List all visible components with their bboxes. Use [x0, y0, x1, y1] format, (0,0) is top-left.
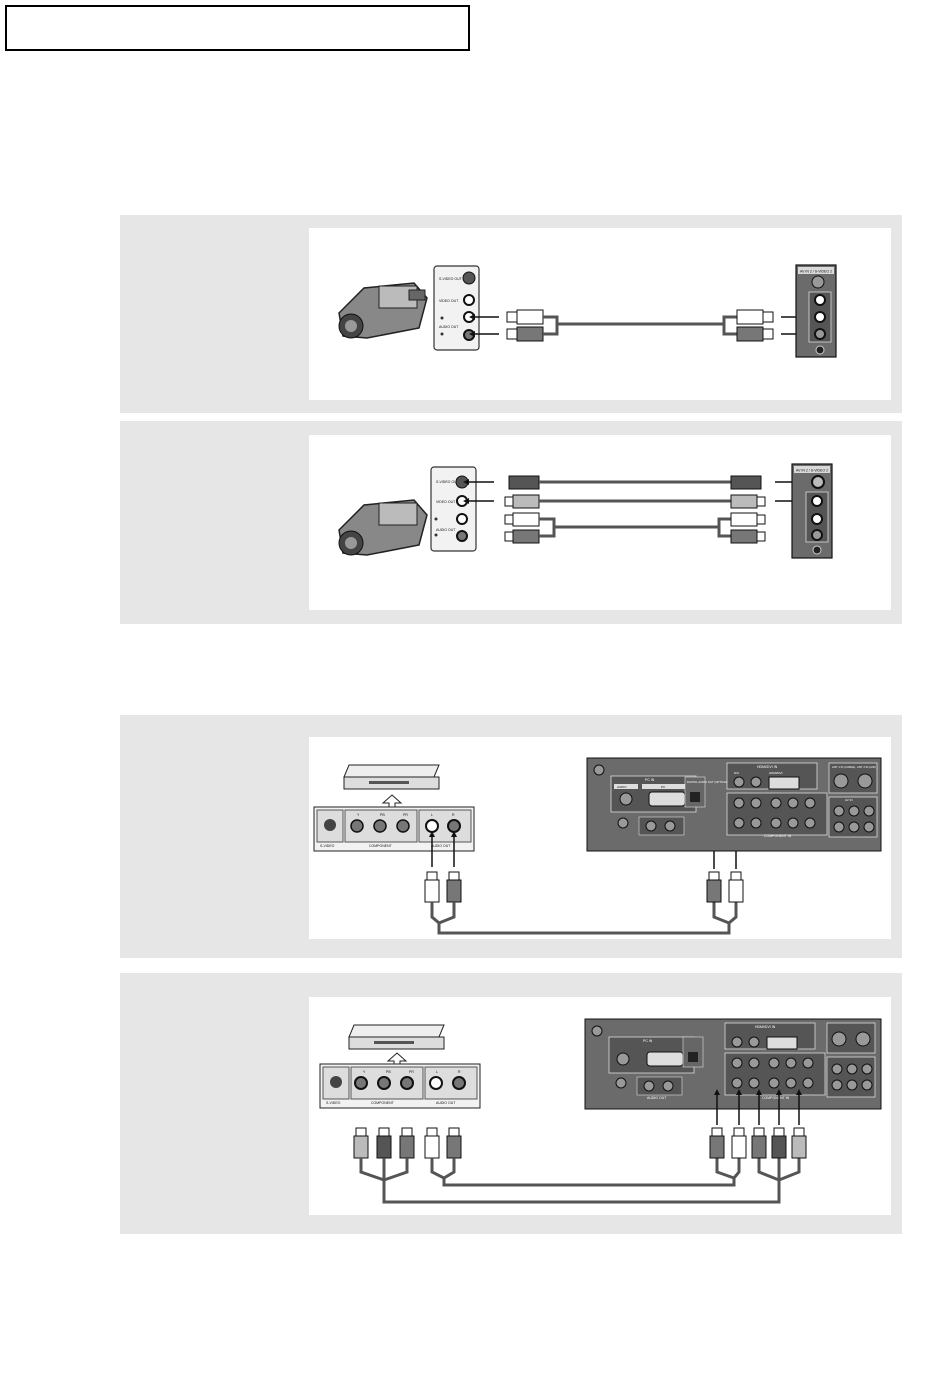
pb-label: PB	[380, 813, 385, 817]
camcorder-icon	[338, 282, 428, 339]
tv-av-in-label: AV IN 2 / S-VIDEO 2	[800, 270, 832, 274]
component-in-label: COMPONENT IN	[762, 1096, 790, 1100]
camcorder-svideo-diagram: S-VIDEO OUT VIDEO OUT AUDIO OUT	[338, 463, 833, 559]
svideo-cable-plug-left	[508, 475, 540, 490]
y-label: Y	[357, 813, 360, 817]
ant-in-air-label: ANT 2 IN (AIR)	[857, 765, 876, 769]
figure-camcorder-svideo: S-VIDEO OUT VIDEO OUT AUDIO OUT	[309, 435, 891, 610]
audio-cable-plugs-left	[504, 494, 540, 544]
tv-svideo-jack	[811, 475, 825, 489]
header-box	[5, 5, 470, 51]
component-audio-r-jack	[750, 817, 762, 829]
ant-in-cable-label: ANT 1 IN (CABLE)	[832, 765, 855, 769]
audio-out-label: AUDIO OUT	[439, 325, 459, 329]
digital-audio-out-label: DIGITAL AUDIO OUT (OPTICAL)	[687, 780, 728, 784]
pr-label: PR	[403, 813, 408, 817]
cable-plugs-right	[709, 1127, 807, 1159]
av-cable-plug-left	[506, 309, 544, 342]
video-out-label: VIDEO OUT	[439, 299, 459, 303]
video-out-label: VIDEO OUT	[436, 500, 456, 504]
dvd-audio-out-label: AUDIO OUT	[436, 1101, 456, 1105]
r-label: R	[452, 813, 455, 817]
pb-label: PB	[386, 1070, 391, 1074]
headphone-jack	[815, 345, 825, 355]
audio-cable	[430, 1158, 741, 1187]
audio-cable-plugs-left	[424, 871, 462, 903]
y-label: Y	[363, 1070, 366, 1074]
hdmi-dvi-label: HDMI/DVI	[769, 771, 783, 775]
svideo-out-label: S-VIDEO OUT	[436, 480, 460, 484]
video-jack	[463, 294, 475, 306]
pc-in-label: PC IN	[645, 778, 655, 782]
svideo-out-label: S-VIDEO OUT	[439, 277, 463, 281]
av-cable-plug-right	[736, 309, 774, 342]
panel-component-audio: S-VIDEO Y PB PR COMPONENT L R AUDIO OUT	[120, 715, 902, 958]
figure-component-full: S-VIDEO Y PB PR COMPONENT L R AUDIO OUT	[309, 997, 891, 1215]
dvd-component-label: COMPONENT	[371, 1101, 395, 1105]
figure-camcorder-av: S-VIDEO OUT VIDEO OUT AUDIO OUT	[309, 228, 891, 400]
pc-label: PC	[661, 785, 666, 789]
pr-label: PR	[409, 1070, 414, 1074]
hdmi-dvi-in-label: HDMI/DVI IN	[757, 765, 778, 769]
tv-av-in-label: AV IN 2 / S-VIDEO 2	[796, 469, 828, 473]
av-in-label: AV IN	[845, 798, 853, 802]
camcorder-jack-panel	[433, 265, 480, 351]
audio-cable	[430, 902, 738, 935]
dvd-player-icon	[343, 764, 440, 810]
headphone-jack	[812, 545, 822, 555]
component-audio-l-jack	[733, 817, 745, 829]
panel-camcorder-svideo: S-VIDEO OUT VIDEO OUT AUDIO OUT	[120, 421, 902, 624]
cable-plugs-left	[353, 1127, 462, 1159]
dvd-player-icon	[348, 1024, 445, 1068]
camcorder-icon	[338, 499, 428, 556]
camcorder-jack-panel	[430, 466, 477, 552]
hdmi-dvi-in-label: HDMI/DVI IN	[755, 1025, 776, 1029]
pc-audio-label: AUDIO	[617, 785, 627, 789]
tv-audio-out-label: AUDIO OUT	[647, 1096, 667, 1100]
dvd-svideo-label: S-VIDEO	[326, 1101, 341, 1105]
tv-audio-r-jack	[814, 328, 826, 340]
av-cable	[543, 315, 737, 326]
svideo-cable-plug-right	[730, 475, 762, 490]
component-cable	[359, 1158, 801, 1204]
component-in-label: COMPONENT IN	[764, 834, 792, 838]
tv-rear-panel: PC IN AUDIO PC DIGITAL AUDIO OUT (OPTICA…	[586, 757, 882, 852]
component-audio-diagram: S-VIDEO Y PB PR COMPONENT L R AUDIO OUT	[313, 757, 882, 935]
pc-in-label: PC IN	[643, 1039, 653, 1043]
panel-camcorder-av: S-VIDEO OUT VIDEO OUT AUDIO OUT	[120, 215, 902, 413]
dvd-audio-out-label: AUDIO OUT	[431, 844, 451, 848]
component-full-diagram: S-VIDEO Y PB PR COMPONENT L R AUDIO OUT	[319, 1018, 882, 1204]
tv-rear-panel: PC IN AUDIO OUT HDMI/DVI IN	[584, 1018, 882, 1110]
dvi-label: DVI	[734, 771, 739, 775]
camcorder-av-diagram: S-VIDEO OUT VIDEO OUT AUDIO OUT	[338, 264, 837, 358]
l-label: L	[431, 813, 433, 817]
r-label: R	[458, 1070, 461, 1074]
tv-audio-l-jack	[814, 311, 826, 323]
l-label: L	[436, 1070, 438, 1074]
figure-component-audio: S-VIDEO Y PB PR COMPONENT L R AUDIO OUT	[309, 737, 891, 939]
panel-component-full: S-VIDEO Y PB PR COMPONENT L R AUDIO OUT	[120, 973, 902, 1234]
audio-cable-plugs-right	[706, 871, 744, 903]
tv-video-jack	[814, 294, 826, 306]
dvd-svideo-label: S-VIDEO	[320, 844, 335, 848]
audio-out-label: AUDIO OUT	[436, 528, 456, 532]
svideo-jack	[462, 271, 476, 285]
dvd-component-label: COMPONENT	[369, 844, 393, 848]
audio-cable-plugs-right	[730, 494, 766, 544]
